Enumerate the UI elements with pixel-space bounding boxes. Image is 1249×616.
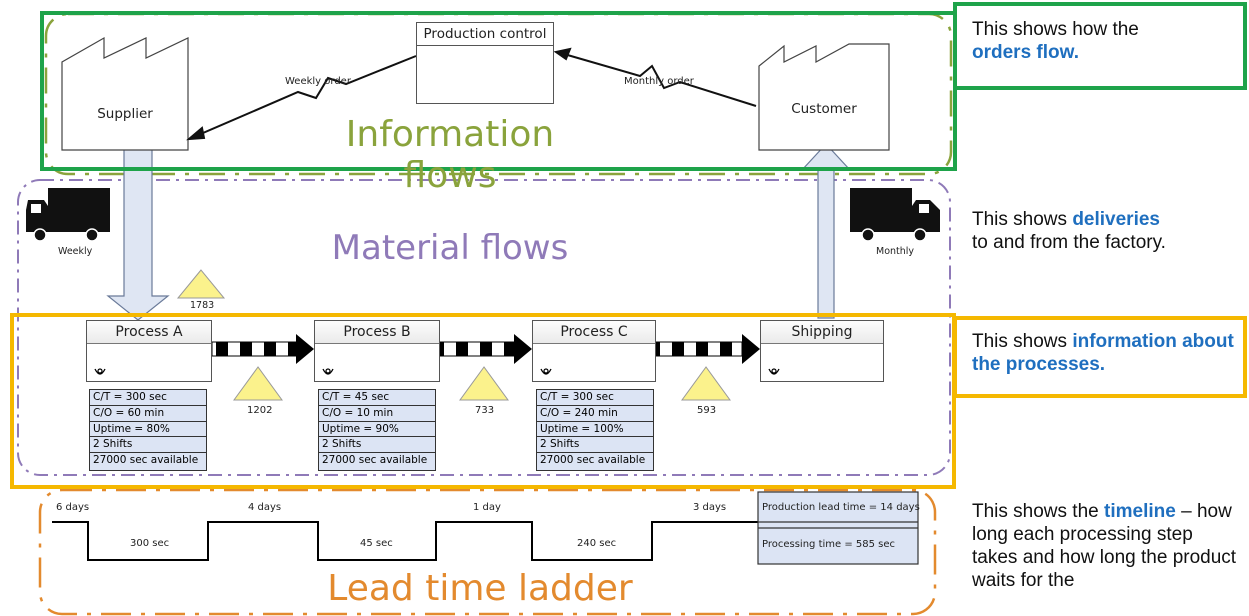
inventory-count-1: 1202 xyxy=(247,405,273,416)
inventory-triangle-top xyxy=(176,269,226,299)
shipping-title: Shipping xyxy=(761,321,883,344)
uptime: Uptime = 80% xyxy=(90,422,206,438)
wait-time-2: 4 days xyxy=(248,502,282,513)
shifts: 2 Shifts xyxy=(319,437,435,454)
information-flow-highlight-frame xyxy=(40,11,957,171)
annotation-deliveries-text: This shows xyxy=(972,209,1068,230)
weekly-order-label: Weekly order xyxy=(285,76,351,87)
annotation-timeline-text: This shows the xyxy=(972,501,1099,522)
weekly-order-arrow xyxy=(186,55,417,141)
production-control-box: Production control xyxy=(416,22,554,104)
cycle-time: C/T = 300 sec xyxy=(537,390,653,406)
annotation-deliveries: This shows deliveries to and from the fa… xyxy=(972,208,1242,254)
operator-icon xyxy=(768,368,780,375)
inventory-count-3: 593 xyxy=(697,405,717,416)
processing-time-2: 45 sec xyxy=(360,538,393,549)
shipping-box: Shipping xyxy=(760,320,884,382)
annotation-orders-frame xyxy=(953,2,1247,90)
process-b-box: Process B xyxy=(314,320,440,382)
cycle-time: C/T = 300 sec xyxy=(90,390,206,406)
process-c-title: Process C xyxy=(533,321,655,344)
monthly-order-label: Monthly order xyxy=(624,76,694,87)
supplier-factory-icon xyxy=(61,36,189,151)
push-arrow-b-to-c xyxy=(439,334,532,364)
operator-icon xyxy=(322,368,334,375)
total-processing-time: Processing time = 585 sec xyxy=(762,539,896,550)
process-c-box: Process C xyxy=(532,320,656,382)
inventory-triangle-2 xyxy=(459,366,509,401)
annotation-processes-highlight: information about the processes. xyxy=(972,331,1234,375)
production-control-label: Production control xyxy=(417,23,553,46)
processing-time-3: 240 sec xyxy=(577,538,617,549)
process-b-title: Process B xyxy=(315,321,439,344)
wait-time-4: 3 days xyxy=(693,502,727,513)
material-flow-dashed-outline xyxy=(17,179,951,476)
annotation-processes-frame xyxy=(953,316,1247,398)
inventory-top-count: 1783 xyxy=(190,300,215,311)
lead-time-ladder-label: Lead time ladder xyxy=(327,568,633,609)
uptime: Uptime = 100% xyxy=(537,422,653,438)
process-b-data-box: C/T = 45 sec C/O = 10 min Uptime = 90% 2… xyxy=(318,389,436,471)
annotation-timeline-highlight: timeline xyxy=(1104,501,1176,522)
available-time: 27000 sec available xyxy=(322,454,428,467)
cycle-time: C/T = 45 sec xyxy=(319,390,435,406)
push-arrow-c-to-shipping xyxy=(655,334,760,364)
annotation-orders: This shows how the orders flow. xyxy=(972,18,1240,64)
material-flows-label: Material flows xyxy=(331,228,569,268)
production-lead-time: Production lead time = 14 days xyxy=(762,502,920,513)
operator-icon xyxy=(94,368,106,375)
annotation-processes: This shows information about the process… xyxy=(972,330,1240,376)
monthly-order-arrow xyxy=(553,47,757,107)
process-highlight-frame xyxy=(10,313,956,489)
changeover-time: C/O = 60 min xyxy=(90,406,206,422)
available-time: 27000 sec available xyxy=(93,454,199,467)
information-flows-label: Information flows xyxy=(345,114,555,196)
customer-factory-icon xyxy=(758,43,890,151)
customer-label: Customer xyxy=(791,101,857,117)
lead-time-ladder-line xyxy=(52,521,758,561)
inventory-count-2: 733 xyxy=(475,405,495,416)
shifts: 2 Shifts xyxy=(537,437,653,454)
process-a-title: Process A xyxy=(87,321,211,344)
weekly-delivery-label: Weekly xyxy=(58,246,93,257)
inventory-triangle-3 xyxy=(681,366,731,401)
process-c-data-box: C/T = 300 sec C/O = 240 min Uptime = 100… xyxy=(536,389,654,471)
wait-time-3: 1 day xyxy=(473,502,501,513)
annotation-timeline-tail: – how long each processing step takes an… xyxy=(972,501,1237,591)
annotation-processes-text: This shows xyxy=(972,331,1068,352)
annotation-orders-highlight: orders flow. xyxy=(972,42,1079,63)
information-flow-dashed-outline xyxy=(44,12,953,176)
changeover-time: C/O = 10 min xyxy=(319,406,435,422)
annotation-timeline: This shows the timeline – how long each … xyxy=(972,500,1242,592)
annotation-orders-text: This shows how the xyxy=(972,19,1139,40)
supplier-truck-icon xyxy=(26,188,110,242)
supplier-label: Supplier xyxy=(97,106,153,122)
operator-icon xyxy=(540,368,552,375)
available-time: 27000 sec available xyxy=(540,454,646,467)
process-a-data-box: C/T = 300 sec C/O = 60 min Uptime = 80% … xyxy=(89,389,207,471)
process-a-box: Process A xyxy=(86,320,212,382)
push-arrow-a-to-b xyxy=(211,334,314,364)
shifts: 2 Shifts xyxy=(90,437,206,454)
changeover-time: C/O = 240 min xyxy=(537,406,653,422)
inventory-triangle-1 xyxy=(233,366,283,401)
uptime: Uptime = 90% xyxy=(319,422,435,438)
wait-time-1: 6 days xyxy=(56,502,90,513)
annotation-deliveries-highlight: deliveries xyxy=(1072,209,1160,230)
lead-time-ladder-dashed-outline xyxy=(38,488,937,616)
monthly-delivery-label: Monthly xyxy=(876,246,915,257)
processing-time-1: 300 sec xyxy=(130,538,170,549)
supplier-shipment-arrow xyxy=(106,147,170,321)
annotation-deliveries-tail: to and from the factory. xyxy=(972,232,1166,253)
customer-truck-icon xyxy=(850,188,940,242)
